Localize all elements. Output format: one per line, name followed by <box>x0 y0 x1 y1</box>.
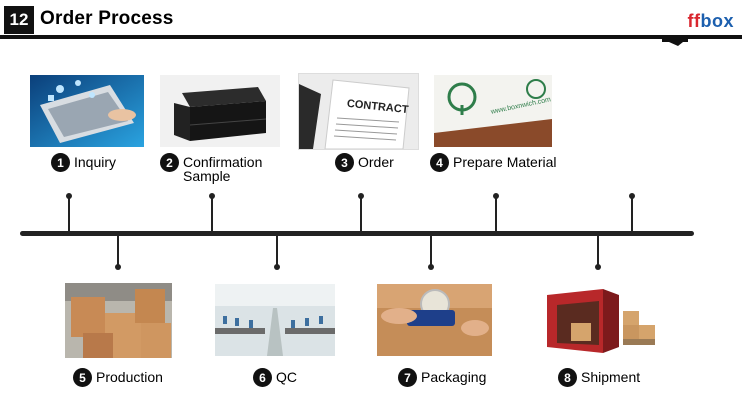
step-1-badge: 1 <box>51 153 70 172</box>
timeline-tick <box>360 196 362 232</box>
brand-logo: ffbox <box>687 11 734 31</box>
step-2-label: 2 Confirmation Sample <box>160 153 262 183</box>
timeline-tick <box>430 235 432 267</box>
step-6-label: 6 QC <box>253 368 297 387</box>
step-3-badge: 3 <box>335 153 354 172</box>
step-7-label: 7 Packaging <box>398 368 486 387</box>
timeline-tick <box>211 196 213 232</box>
confirmation-sample-photo <box>160 75 280 147</box>
step-4-label: 4 Prepare Material <box>430 153 557 172</box>
shipment-photo <box>537 283 659 357</box>
timeline-line <box>20 231 694 236</box>
timeline-tick <box>631 196 633 232</box>
timeline-tick-dot <box>358 193 364 199</box>
step-5-badge: 5 <box>73 368 92 387</box>
inquiry-photo <box>30 75 144 147</box>
step-3-label: 3 Order <box>335 153 394 172</box>
page-title: Order Process <box>40 8 174 29</box>
step-2-badge: 2 <box>160 153 179 172</box>
timeline-tick-dot <box>595 264 601 270</box>
packaging-photo <box>377 284 492 356</box>
timeline-tick <box>597 235 599 267</box>
timeline-tick-dot <box>493 193 499 199</box>
timeline-tick-dot <box>629 193 635 199</box>
header-divider <box>0 35 742 39</box>
header-divider-wedge <box>660 38 688 46</box>
step-4-badge: 4 <box>430 153 449 172</box>
timeline-tick-dot <box>115 264 121 270</box>
timeline-tick-dot <box>428 264 434 270</box>
slide-header: 12 Order Process ffbox <box>0 0 750 48</box>
timeline-tick-dot <box>66 193 72 199</box>
qc-photo <box>215 284 335 356</box>
timeline-tick-dot <box>274 264 280 270</box>
timeline-tick-dot <box>209 193 215 199</box>
step-6-badge: 6 <box>253 368 272 387</box>
prepare-material-photo: www.boxnwich.com <box>434 75 552 147</box>
timeline-tick <box>276 235 278 267</box>
step-5-label: 5 Production <box>73 368 163 387</box>
production-photo <box>65 283 172 358</box>
timeline-tick <box>117 235 119 267</box>
step-7-badge: 7 <box>398 368 417 387</box>
order-photo: CONTRACT <box>298 73 419 150</box>
section-number: 12 <box>4 6 34 34</box>
timeline-tick <box>495 196 497 232</box>
step-8-badge: 8 <box>558 368 577 387</box>
timeline-tick <box>68 196 70 232</box>
step-8-label: 8 Shipment <box>558 368 640 387</box>
step-1-label: 1 Inquiry <box>51 153 116 172</box>
